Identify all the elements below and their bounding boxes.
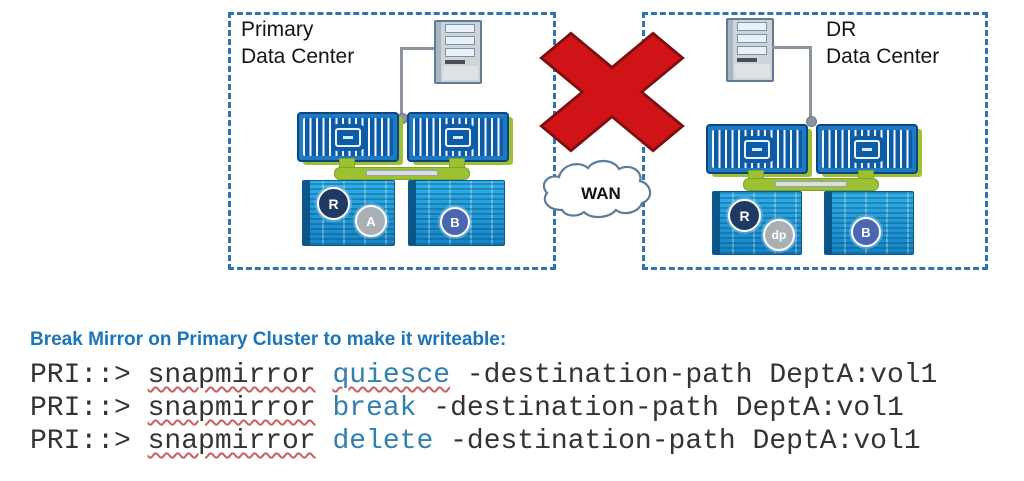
server-icon bbox=[434, 20, 482, 84]
cli-verb: delete bbox=[332, 426, 434, 457]
controller-dash bbox=[752, 147, 762, 151]
controller-dash bbox=[343, 135, 353, 139]
failure-x-icon bbox=[539, 31, 685, 153]
volume-badge-b: B bbox=[851, 217, 881, 247]
server-slot bbox=[737, 46, 767, 55]
cli-prompt: PRI::> bbox=[30, 360, 148, 391]
volume-badge-a: A bbox=[355, 205, 387, 237]
cli-command: snapmirror bbox=[147, 360, 316, 391]
controller-bezel bbox=[822, 130, 912, 168]
wan-label: WAN bbox=[581, 184, 621, 203]
server-slot bbox=[445, 48, 475, 57]
controller-bezel bbox=[712, 130, 802, 168]
disk-shelf-icon: R A bbox=[302, 180, 395, 246]
dr-label-line1: DR bbox=[826, 18, 857, 41]
wan-cloud-icon: WAN bbox=[542, 159, 652, 219]
server-slot bbox=[445, 24, 475, 33]
primary-label-line2: Data Center bbox=[241, 45, 355, 68]
cli-command: snapmirror bbox=[147, 426, 316, 457]
storage-controller-icon bbox=[297, 112, 399, 162]
cli-verb: quiesce bbox=[332, 360, 451, 391]
controller-display bbox=[445, 127, 471, 147]
cli-command: snapmirror bbox=[147, 393, 316, 424]
server-slot bbox=[737, 22, 767, 31]
cli-verb: break bbox=[332, 393, 417, 424]
server-base bbox=[735, 64, 770, 78]
connector-dot bbox=[806, 116, 817, 127]
command-line: PRI::> snapmirror delete -destination-pat… bbox=[30, 425, 937, 458]
connector-line bbox=[400, 47, 403, 117]
cli-prompt: PRI::> bbox=[30, 393, 148, 424]
cli-prompt: PRI::> bbox=[30, 426, 148, 457]
server-vent bbox=[445, 60, 465, 64]
controller-bezel bbox=[413, 118, 503, 156]
dr-datacenter-label: DR Data Center bbox=[826, 16, 939, 70]
server-icon bbox=[726, 18, 774, 82]
disk-shelf-icon: R dp bbox=[712, 191, 802, 255]
dr-label-line2: Data Center bbox=[826, 45, 940, 68]
controller-display bbox=[744, 139, 770, 159]
cli-args: -destination-path DeptA:vol1 bbox=[450, 360, 938, 391]
volume-badge-r: R bbox=[728, 199, 761, 232]
volume-badge-r: R bbox=[317, 187, 350, 220]
controller-bezel bbox=[303, 118, 393, 156]
disk-shelf-icon: B bbox=[408, 180, 505, 246]
commands-heading: Break Mirror on Primary Cluster to make … bbox=[30, 329, 507, 350]
volume-badge-dp: dp bbox=[763, 219, 795, 251]
volume-badge-b: B bbox=[440, 207, 470, 237]
command-line: PRI::> snapmirror break -destination-path… bbox=[30, 392, 937, 425]
controller-dash bbox=[453, 135, 463, 139]
controller-display bbox=[854, 139, 880, 159]
command-line: PRI::> snapmirror quiesce -destination-pa… bbox=[30, 359, 937, 392]
storage-controller-icon bbox=[706, 124, 808, 174]
storage-controller-icon bbox=[407, 112, 509, 162]
interconnect-cable bbox=[775, 181, 847, 187]
disk-shelf-icon: B bbox=[824, 191, 914, 255]
cli-args: -destination-path DeptA:vol1 bbox=[416, 393, 904, 424]
cli-args: -destination-path DeptA:vol1 bbox=[433, 426, 921, 457]
connector-line bbox=[809, 46, 812, 120]
primary-datacenter-box bbox=[228, 12, 556, 270]
connector-line bbox=[772, 46, 812, 49]
command-block: Break Mirror on Primary Cluster to make … bbox=[30, 329, 937, 458]
server-base bbox=[443, 66, 478, 80]
storage-controller-icon bbox=[816, 124, 918, 174]
server-slot bbox=[445, 36, 475, 45]
controller-dash bbox=[862, 147, 872, 151]
interconnect-cable bbox=[366, 170, 438, 176]
controller-display bbox=[335, 127, 361, 147]
server-vent bbox=[737, 58, 757, 62]
connector-line bbox=[400, 47, 434, 50]
primary-label-line1: Primary bbox=[241, 18, 314, 41]
server-slot bbox=[737, 34, 767, 43]
